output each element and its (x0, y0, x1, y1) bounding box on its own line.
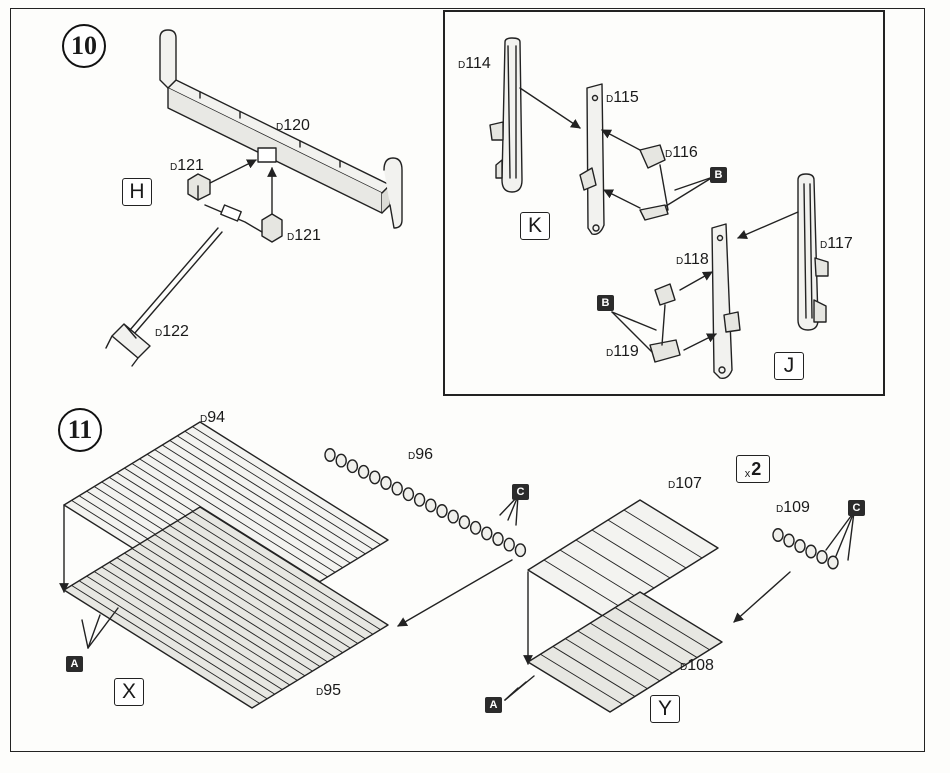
track-link (336, 454, 346, 467)
part-number: 107 (675, 475, 702, 492)
badge-a-left: A (66, 656, 83, 672)
track-link (504, 538, 514, 551)
track-link (459, 516, 469, 529)
badge-c-right: C (848, 500, 865, 516)
subassembly-label-j: J (774, 352, 804, 380)
track-link (828, 556, 838, 569)
part-label-d109: D109 (776, 500, 810, 516)
track-link (817, 551, 827, 564)
part-label-d119: D119 (606, 344, 639, 360)
track-link (448, 510, 458, 523)
subassembly-label-x: X (114, 678, 144, 706)
track-upper-d107 (528, 500, 718, 618)
side-frame-d115 (580, 84, 604, 234)
track-link (370, 471, 380, 484)
quantity-count: 2 (751, 459, 761, 480)
lever-d119 (650, 284, 680, 362)
track-link (381, 477, 391, 490)
subassembly-label-k: K (520, 212, 550, 240)
part-label-d120: D120 (276, 118, 310, 134)
part-number: 94 (207, 409, 225, 426)
track-link (403, 488, 413, 501)
part-label-d121-right: D121 (287, 228, 321, 244)
quantity-prefix: x (745, 468, 751, 480)
part-number: 116 (672, 144, 698, 161)
part-number: 95 (323, 682, 341, 699)
badge-b-bottom: B (597, 295, 614, 311)
lever-d116 (640, 145, 668, 220)
part-label-d121-left: D121 (170, 158, 204, 174)
track-lower-d108 (528, 592, 722, 712)
track-link (806, 545, 816, 558)
part-label-d96: D96 (408, 447, 433, 463)
step-number-text: 11 (68, 415, 93, 445)
part-label-d116: D116 (665, 145, 698, 161)
subassembly-label-y: Y (650, 695, 680, 723)
track-link (437, 505, 447, 518)
track-link (392, 482, 402, 495)
part-number: 121 (294, 227, 321, 244)
track-pins-d109 (773, 529, 838, 569)
part-label-d107: D107 (668, 476, 702, 492)
part-number: 96 (415, 446, 433, 463)
part-number: 114 (465, 55, 491, 72)
track-link (515, 544, 525, 557)
bracket-d121-right (262, 214, 282, 242)
step-number-10: 10 (62, 24, 106, 68)
track-link (325, 449, 335, 462)
track-link (795, 540, 805, 553)
badge-c-left: C (512, 484, 529, 500)
part-number: 119 (613, 343, 639, 360)
bracket-d121-left (188, 174, 210, 200)
track-link (359, 466, 369, 479)
part-number: 122 (162, 323, 189, 340)
track-link (784, 534, 794, 547)
part-label-d122: D122 (155, 324, 189, 340)
track-link (347, 460, 357, 473)
part-number: 117 (827, 235, 853, 252)
side-frame-d117 (798, 174, 828, 330)
track-link (426, 499, 436, 512)
side-frame-d118 (712, 224, 740, 378)
part-number: 109 (783, 499, 810, 516)
subassembly-label-h: H (122, 178, 152, 206)
part-number: 120 (283, 117, 310, 134)
badge-a-right: A (485, 697, 502, 713)
part-label-d108: D108 (680, 658, 714, 674)
part-number: 108 (687, 657, 714, 674)
part-label-d114: D114 (458, 56, 491, 72)
track-link (493, 533, 503, 546)
track-link (482, 527, 492, 540)
step-number-11: 11 (58, 408, 102, 452)
part-label-d94: D94 (200, 410, 225, 426)
part-number: 121 (177, 157, 204, 174)
badge-b-top: B (710, 167, 727, 183)
part-label-d118: D118 (676, 252, 709, 268)
track-link (773, 529, 783, 542)
track-link (471, 522, 481, 535)
part-number: 118 (683, 251, 709, 268)
step-number-text: 10 (71, 31, 97, 61)
tow-rod-d122 (106, 205, 262, 366)
track-link (415, 494, 425, 507)
part-label-d115: D115 (606, 90, 639, 106)
part-number: 115 (613, 89, 639, 106)
side-frame-d114 (490, 38, 522, 192)
part-label-d95: D95 (316, 683, 341, 699)
part-label-d117: D117 (820, 236, 853, 252)
